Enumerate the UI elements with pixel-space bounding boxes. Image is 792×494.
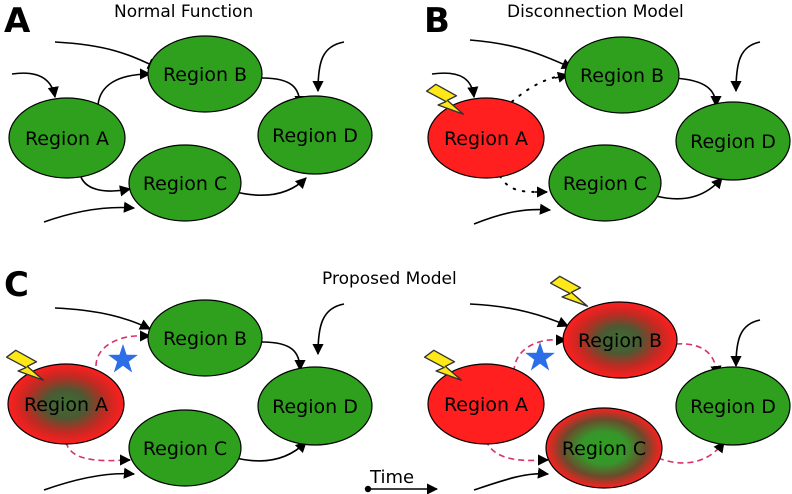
- panel-c-left-region-a: Region A: [7, 363, 125, 445]
- time-axis: Time: [364, 467, 439, 494]
- region-d-label: Region D: [690, 131, 776, 153]
- compensatory-path-b: [95, 335, 147, 367]
- panel-b-region-d: Region D: [675, 101, 791, 181]
- compensatory-path-c-to-d: [657, 443, 723, 464]
- panel-c-left-region-d: Region D: [257, 366, 373, 446]
- region-b-label: Region B: [163, 64, 247, 86]
- region-a-label: Region A: [24, 394, 108, 416]
- region-d-node: [257, 366, 373, 446]
- region-b-label: Region B: [580, 65, 664, 87]
- time-label: Time: [369, 467, 414, 488]
- panel-a-region-b: Region B: [147, 35, 263, 113]
- region-d-node: [257, 95, 373, 175]
- region-a-node-damaged: [427, 97, 545, 179]
- panel-c-right-region-a: Region A: [427, 363, 545, 445]
- compensatory-path-b: [513, 339, 561, 373]
- panel-b-title: Disconnection Model: [507, 2, 684, 22]
- region-c-node-gradient: [545, 407, 663, 489]
- region-c-node: [128, 144, 242, 222]
- star-icon: [108, 344, 138, 373]
- region-a-label: Region A: [444, 394, 528, 416]
- region-b-node: [147, 299, 263, 377]
- compensatory-path-b-to-d: [675, 343, 717, 373]
- compensatory-path-c: [65, 441, 127, 462]
- panel-b-region-b: Region B: [564, 36, 680, 114]
- region-d-label: Region D: [272, 396, 358, 418]
- region-a-node-damaged: [427, 363, 545, 445]
- panel-a-region-c: Region C: [128, 144, 242, 222]
- disconnected-path-c: [499, 175, 539, 193]
- region-a-label: Region A: [25, 128, 109, 150]
- panel-c-right-arrows: [469, 303, 761, 491]
- region-a-node: [8, 97, 126, 179]
- region-b-node: [147, 35, 263, 113]
- region-c-label: Region C: [563, 173, 647, 195]
- panel-b-arrows: [431, 39, 761, 225]
- region-c-node: [548, 144, 662, 222]
- region-b-node: [564, 36, 680, 114]
- panel-c-title: Proposed Model: [322, 269, 457, 289]
- panel-c-left-region-b: Region B: [147, 299, 263, 377]
- compensatory-path-c: [485, 439, 543, 462]
- panel-c-left-arrows: [43, 303, 345, 491]
- panel-b-region-a: Region A: [427, 97, 545, 179]
- star-icon: [525, 342, 555, 371]
- panel-a-region-d: Region D: [257, 95, 373, 175]
- region-b-node-gradient: [562, 301, 678, 379]
- region-c-label: Region C: [143, 438, 227, 460]
- region-c-label: Region C: [143, 173, 227, 195]
- panel-c-right-region-d: Region D: [675, 366, 791, 446]
- disconnected-path-b: [504, 75, 561, 109]
- panel-c-right-region-c: Region C: [545, 407, 663, 489]
- panel-a-title: Normal Function: [114, 2, 253, 22]
- region-c-label: Region C: [562, 438, 646, 460]
- panel-b-letter: B: [424, 1, 450, 41]
- region-a-node-gradient: [7, 363, 125, 445]
- region-b-label: Region B: [163, 328, 247, 350]
- region-d-node: [675, 101, 791, 181]
- panel-c-letter: C: [4, 265, 29, 305]
- panel-a-letter: A: [4, 1, 31, 41]
- lightning-bolt-icon: [423, 349, 463, 381]
- lightning-bolt-icon: [549, 275, 589, 307]
- panel-c-left-region-c: Region C: [128, 409, 242, 487]
- panel-c-right-region-b: Region B: [562, 301, 678, 379]
- region-a-label: Region A: [444, 128, 528, 150]
- panel-a-region-a: Region A: [8, 97, 126, 179]
- region-d-node: [675, 366, 791, 446]
- region-c-node: [128, 409, 242, 487]
- panel-b-region-c: Region C: [548, 144, 662, 222]
- region-b-label: Region B: [578, 330, 662, 352]
- region-d-label: Region D: [690, 396, 776, 418]
- region-d-label: Region D: [272, 125, 358, 147]
